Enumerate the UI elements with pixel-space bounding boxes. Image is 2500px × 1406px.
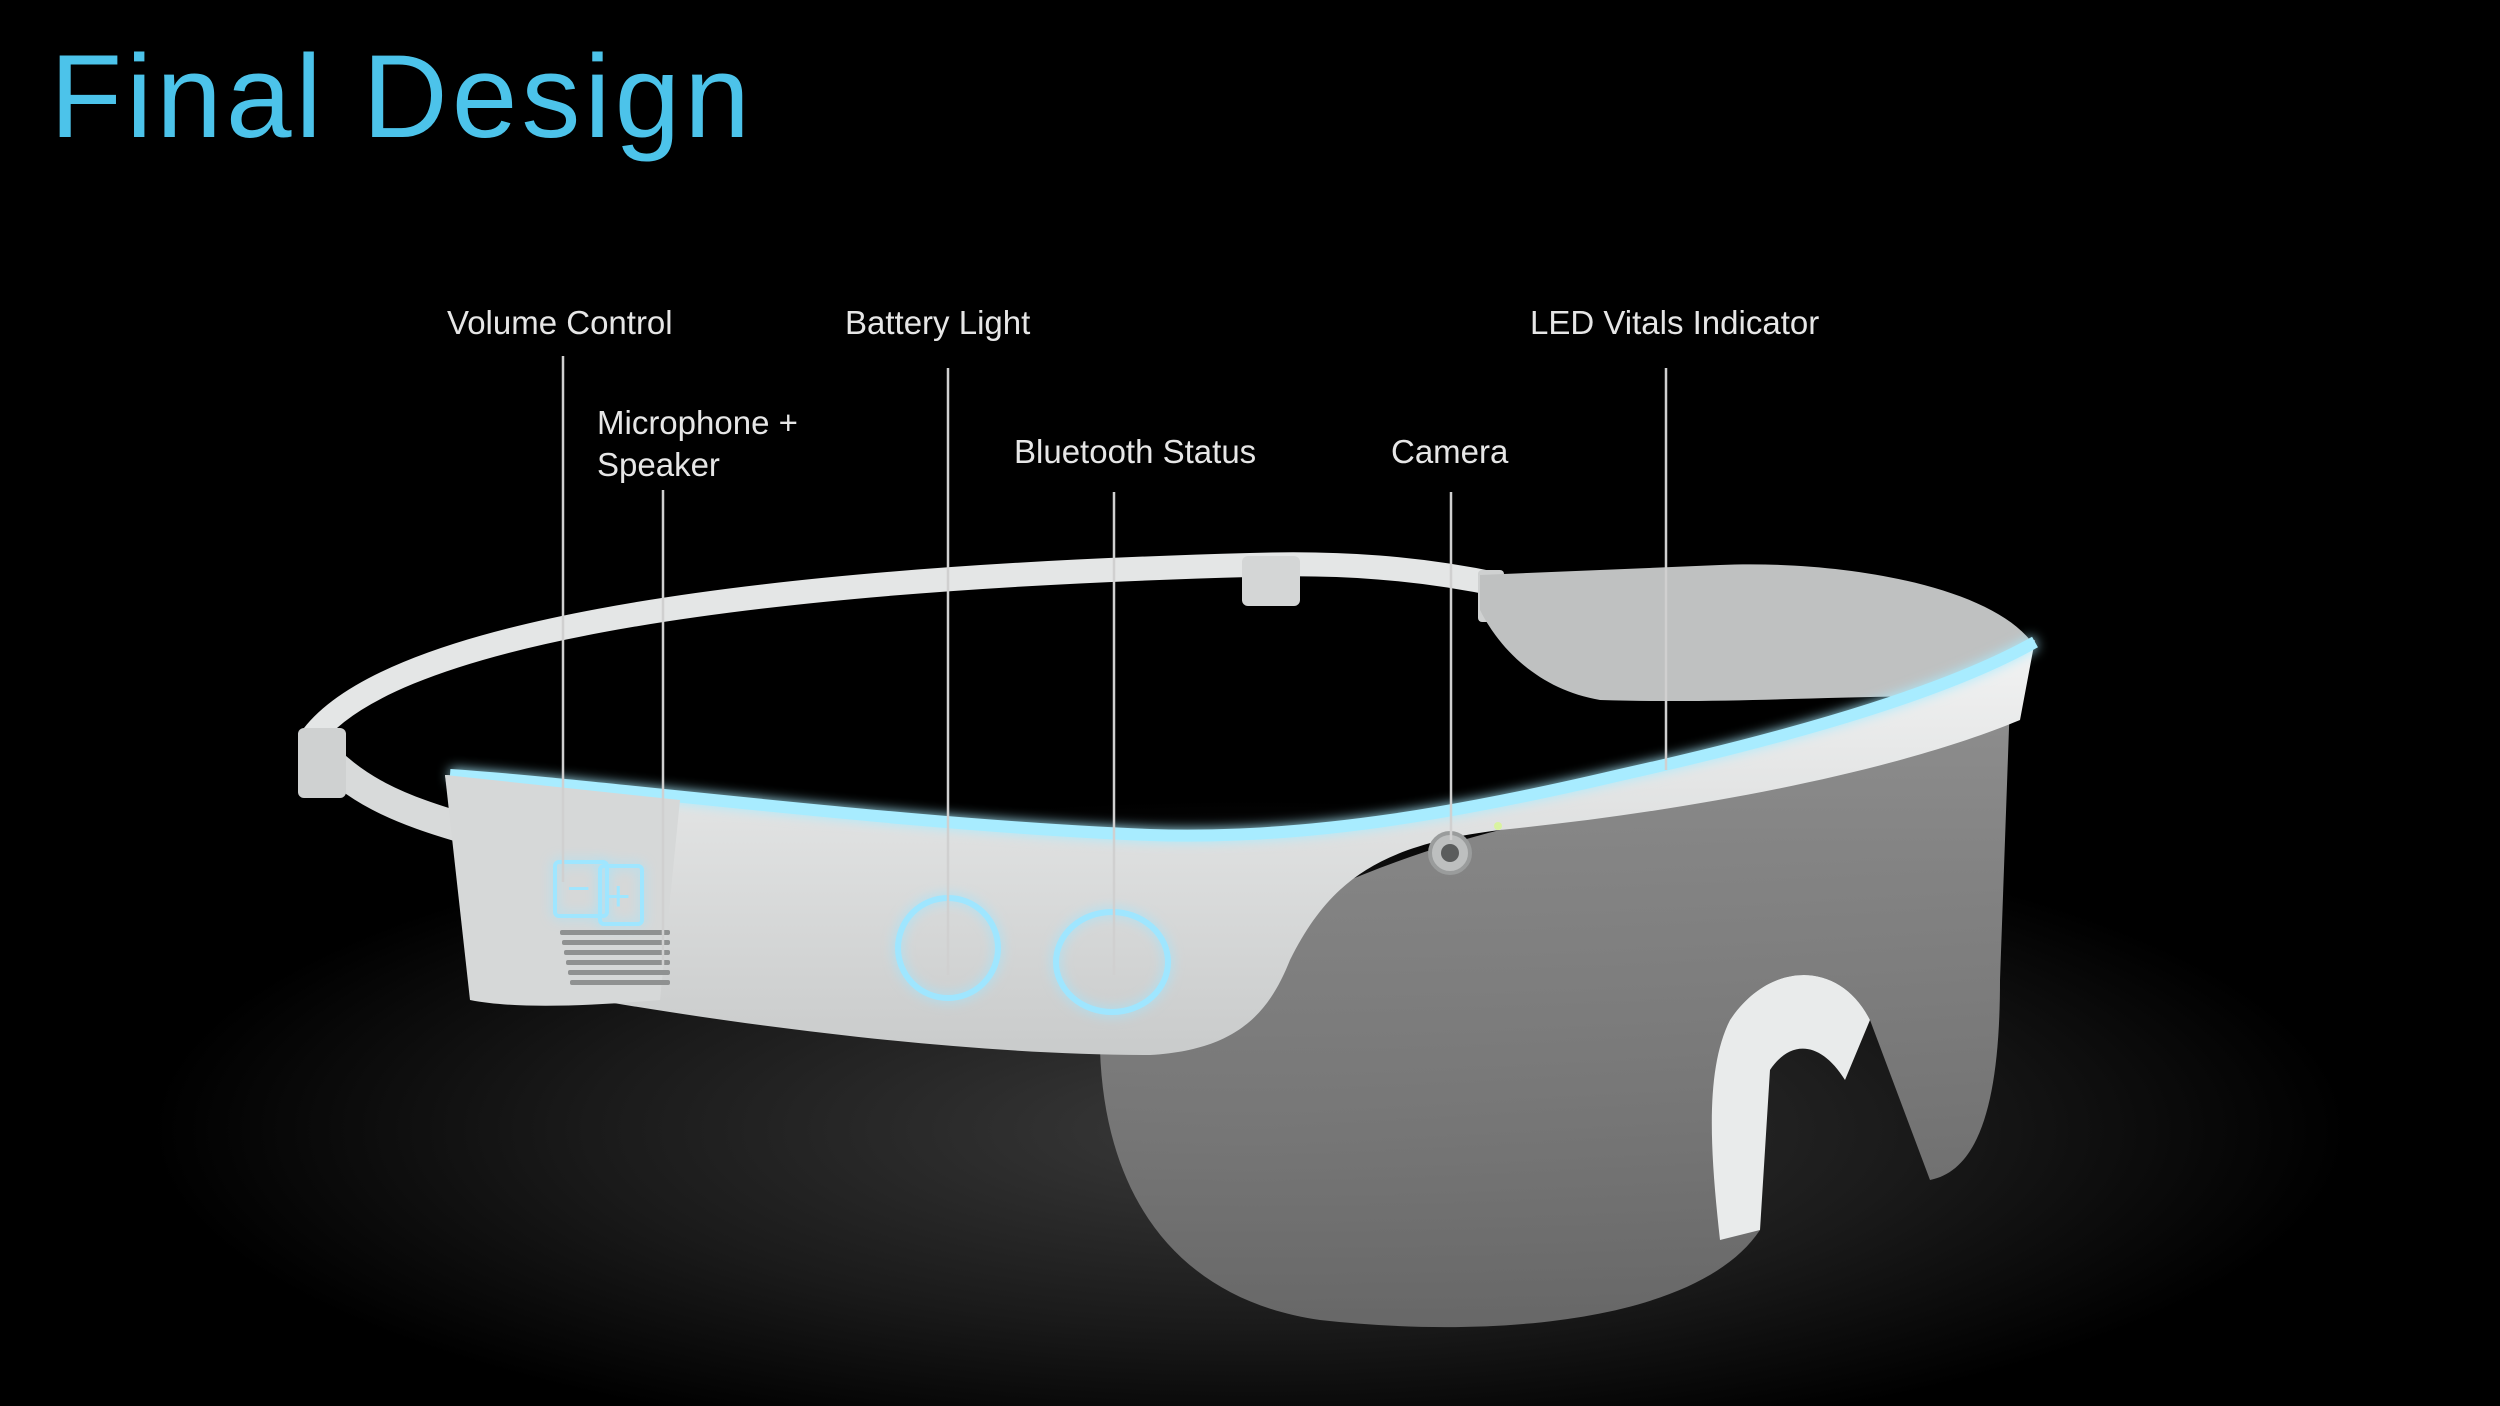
nose-bridge — [1711, 975, 1870, 1240]
callout-mic-line2: Speaker — [597, 446, 720, 483]
speaker-grille-icon — [560, 930, 670, 985]
strap-clip-left — [298, 728, 346, 798]
camera-pupil — [1441, 844, 1459, 862]
volume-minus-icon: − — [567, 867, 590, 911]
glow-rim — [449, 636, 2038, 842]
led-dot — [1494, 822, 1502, 830]
callout-led-vitals-indicator: LED Vitals Indicator — [1530, 304, 1820, 341]
bluetooth-status-ring[interactable] — [1053, 909, 1171, 1015]
volume-plus-icon: + — [606, 872, 631, 919]
callout-volume-control: Volume Control — [447, 304, 673, 341]
right-temple — [1480, 564, 2030, 702]
page-title: Final Design — [50, 31, 754, 163]
front-frame — [445, 640, 2035, 1055]
callout-bluetooth-status: Bluetooth Status — [1014, 433, 1257, 470]
visor-lens — [1100, 700, 2010, 1328]
left-temple-block — [445, 775, 680, 1006]
callout-microphone-speaker: Microphone + Speaker — [597, 402, 798, 486]
callout-mic-line1: Microphone + — [597, 404, 798, 441]
volume-control-button[interactable] — [553, 860, 644, 926]
headband-strap — [300, 552, 1503, 748]
callout-camera: Camera — [1391, 433, 1509, 470]
leader-lines — [561, 356, 1668, 975]
strap-clip-right — [1242, 556, 1300, 606]
callout-battery-light: Battery Light — [845, 304, 1031, 341]
